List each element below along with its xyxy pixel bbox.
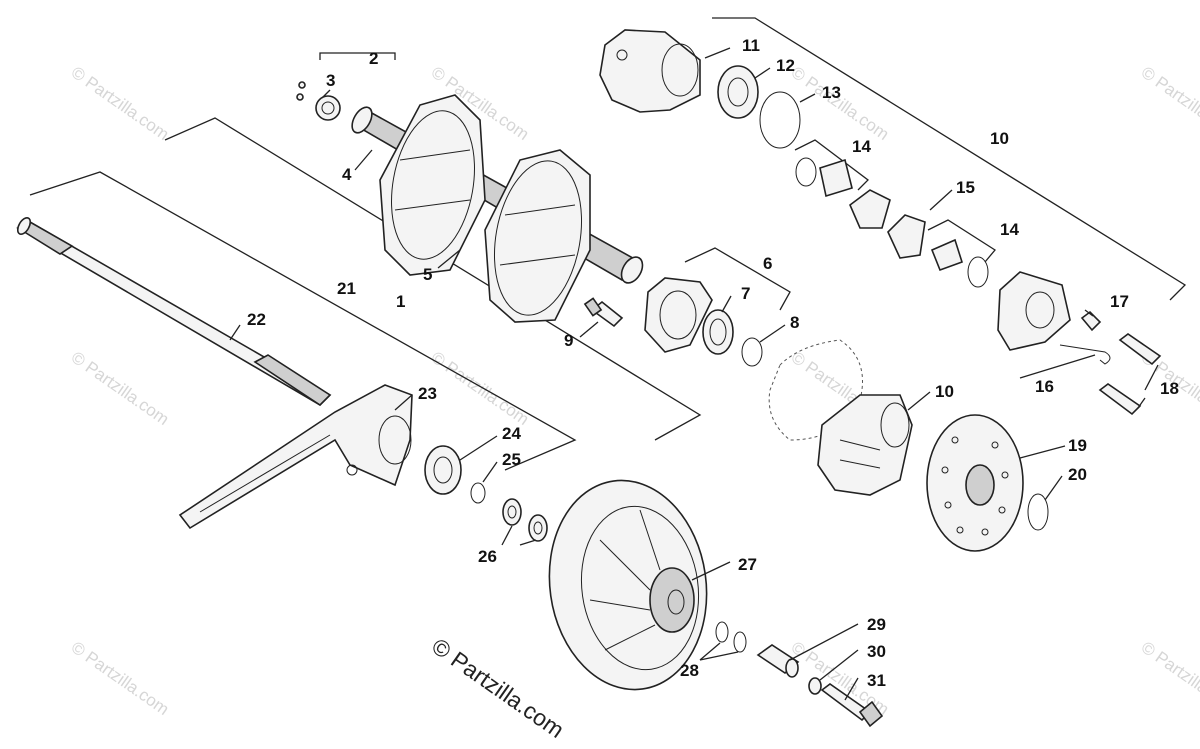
callout-16: 16 — [1035, 377, 1054, 396]
bolt-18-lower — [1098, 383, 1142, 416]
callout-18: 18 — [1160, 379, 1179, 398]
callout-22: 22 — [247, 310, 266, 329]
callout-12: 12 — [776, 56, 795, 75]
ring-25 — [470, 482, 486, 504]
callout-1: 1 — [396, 292, 405, 311]
sleeve-29 — [756, 644, 800, 678]
rings-28 — [715, 621, 747, 653]
callout-24: 24 — [502, 424, 521, 443]
drive-axle-assembly — [351, 94, 644, 323]
callout-21: 21 — [337, 279, 356, 298]
bearing-12 — [717, 65, 759, 119]
bearing-plate-6 — [644, 277, 713, 353]
watermark-text: © Partzilla.com — [428, 348, 533, 429]
callout-28: 28 — [680, 661, 699, 680]
ring-8 — [741, 337, 763, 367]
snap-ring-20 — [1027, 493, 1049, 531]
seal-7 — [702, 309, 734, 355]
callout-14-lower: 14 — [1000, 220, 1019, 239]
brake-disc-19 — [926, 414, 1024, 552]
bolt-9 — [583, 297, 624, 328]
watermark-text: © Partzilla.com — [68, 638, 173, 719]
bushing-3 — [296, 81, 341, 121]
callout-30: 30 — [867, 642, 886, 661]
callout-20: 20 — [1068, 465, 1087, 484]
callout-17: 17 — [1110, 292, 1129, 311]
watermark-text: © Partzilla.com — [1138, 638, 1200, 719]
watermark-text: © Partzilla.com — [68, 63, 173, 144]
callout-26: 26 — [478, 547, 497, 566]
callout-2: 2 — [369, 49, 378, 68]
callout-7: 7 — [741, 284, 750, 303]
ring-13 — [759, 91, 801, 149]
bearing-24 — [424, 445, 462, 495]
brake-pads-15 — [849, 189, 926, 259]
callout-11: 11 — [742, 36, 760, 55]
callout-3: 3 — [326, 71, 335, 90]
callout-4: 4 — [342, 165, 352, 184]
watermark-text: © Partzilla.com — [68, 348, 173, 429]
washer-30 — [808, 677, 822, 695]
callout-5: 5 — [423, 265, 432, 284]
bolt-18-upper — [1118, 333, 1162, 366]
callout-10-upper: 10 — [990, 129, 1009, 148]
callout-23: 23 — [418, 384, 437, 403]
clip-16 — [1059, 344, 1111, 365]
leader-lines — [229, 47, 1159, 701]
drive-shaft — [16, 217, 332, 407]
bolt-31 — [820, 683, 884, 728]
callout-14-upper: 14 — [852, 137, 871, 156]
callout-8: 8 — [790, 313, 799, 332]
callout-31: 31 — [867, 671, 886, 690]
bushing-14-left — [795, 157, 853, 198]
callout-labels: 1 2 3 4 5 6 7 8 9 10 10 11 12 13 14 14 1… — [247, 36, 1179, 690]
copyright-credit: © Partzilla.com — [427, 633, 569, 743]
pulley-27 — [548, 479, 708, 691]
swing-arm-23 — [178, 384, 413, 530]
callout-10-lower: 10 — [935, 382, 954, 401]
callout-13: 13 — [822, 83, 841, 102]
callout-15: 15 — [956, 178, 975, 197]
pin-17 — [1080, 310, 1102, 332]
bushing-14-right — [930, 238, 989, 288]
caliper-half-upper — [997, 271, 1071, 351]
callout-19: 19 — [1068, 436, 1087, 455]
callout-9: 9 — [564, 331, 573, 350]
watermark-text: © Partzilla.com — [1138, 63, 1200, 144]
watermark-text: © Partzilla.com — [788, 63, 893, 144]
spacers-26 — [502, 498, 548, 542]
caliper-assembly-10 — [817, 394, 913, 496]
callout-25: 25 — [502, 450, 521, 469]
callout-27: 27 — [738, 555, 757, 574]
brake-caliper-11 — [599, 29, 701, 113]
callout-29: 29 — [867, 615, 886, 634]
callout-6: 6 — [763, 254, 772, 273]
assembly-brackets — [29, 17, 1187, 471]
